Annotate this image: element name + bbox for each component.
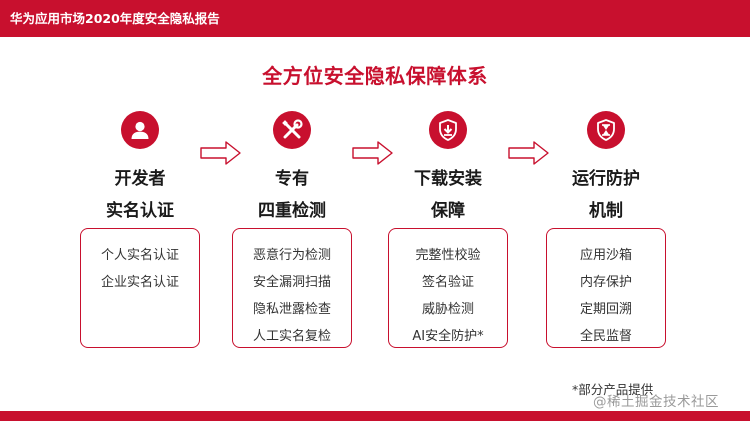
column-title-line1: 专有: [275, 169, 309, 189]
card-item: 完整性校验: [415, 248, 481, 263]
header-title: 华为应用市场2020年度安全隐私报告: [10, 11, 220, 26]
column-title-line1: 下载安装: [414, 169, 482, 189]
card-item: 全民监督: [579, 329, 632, 344]
column-four-checks: 专有 四重检测 恶意行为检测 安全漏洞扫描 隐私泄露检查 人工实名复检: [222, 0, 362, 421]
column-title: 运行防护 机制: [536, 163, 676, 227]
feature-card: 应用沙箱 内存保护 定期回溯 全民监督: [546, 228, 666, 348]
card-item: 定期回溯: [579, 302, 632, 317]
column-developer-verification: 开发者 实名认证 个人实名认证 企业实名认证: [70, 0, 210, 421]
card-item: 应用沙箱: [579, 248, 632, 263]
card-item: AI安全防护*: [412, 329, 484, 344]
column-title-line2: 保障: [431, 201, 465, 221]
main-title: 全方位安全隐私保障体系: [262, 64, 488, 88]
card-item: 威胁检测: [421, 302, 474, 317]
feature-card: 个人实名认证 企业实名认证: [80, 228, 200, 348]
arrow-right-icon: [508, 140, 554, 166]
column-title-line2: 四重检测: [258, 201, 326, 221]
tools-icon: [273, 111, 311, 149]
watermark: @稀土掘金技术社区: [593, 394, 719, 410]
card-item: 企业实名认证: [100, 275, 179, 290]
card-item: 签名验证: [421, 275, 474, 290]
column-title: 开发者 实名认证: [70, 163, 210, 227]
card-item: 人工实名复检: [252, 329, 331, 344]
arrow-right-icon: [200, 140, 246, 166]
shield-download-icon: [429, 111, 467, 149]
card-item: 内存保护: [579, 275, 632, 290]
column-title-line1: 运行防护: [572, 169, 640, 189]
header-bar: 华为应用市场2020年度安全隐私报告: [0, 0, 750, 37]
card-item: 个人实名认证: [100, 248, 179, 263]
column-title-line2: 机制: [589, 201, 623, 221]
card-item: 安全漏洞扫描: [252, 275, 331, 290]
feature-card: 恶意行为检测 安全漏洞扫描 隐私泄露检查 人工实名复检: [232, 228, 352, 348]
column-title-line2: 实名认证: [106, 201, 174, 221]
column-title: 专有 四重检测: [222, 163, 362, 227]
feature-card: 完整性校验 签名验证 威胁检测 AI安全防护*: [388, 228, 508, 348]
footnote: *部分产品提供: [572, 382, 654, 397]
user-icon: [121, 111, 159, 149]
arrow-right-icon: [352, 140, 398, 166]
card-item: 隐私泄露检查: [252, 302, 331, 317]
footer-bar: [0, 411, 750, 421]
column-title: 下载安装 保障: [378, 163, 518, 227]
card-item: 恶意行为检测: [252, 248, 331, 263]
column-runtime-protection: 运行防护 机制 应用沙箱 内存保护 定期回溯 全民监督: [536, 0, 676, 421]
shield-hourglass-icon: [587, 111, 625, 149]
column-title-line1: 开发者: [114, 169, 166, 189]
column-download-protection: 下载安装 保障 完整性校验 签名验证 威胁检测 AI安全防护*: [378, 0, 518, 421]
